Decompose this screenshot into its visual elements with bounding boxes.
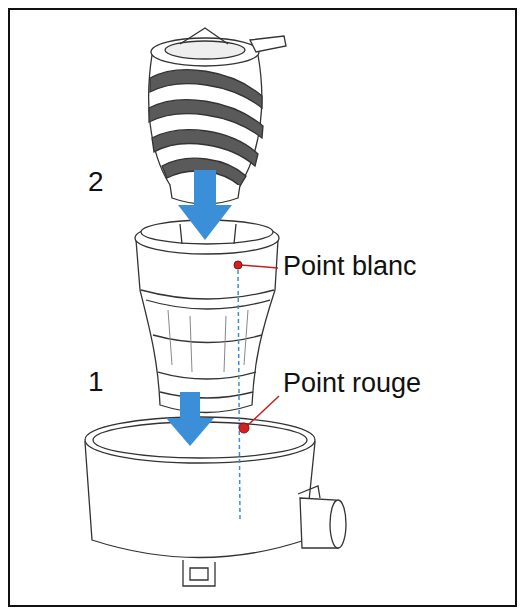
- red-dot: [239, 423, 249, 433]
- leader-line: [247, 396, 279, 426]
- auger: [149, 28, 286, 204]
- frame: [9, 9, 516, 606]
- strainer: [135, 220, 279, 413]
- callout-number: 2: [88, 166, 104, 198]
- arrow-1: [166, 392, 214, 446]
- arrow-2: [178, 170, 232, 240]
- alignment-line: [238, 270, 240, 520]
- callout-number: 1: [88, 366, 104, 398]
- part-label: Point blanc: [283, 251, 417, 282]
- part-label: Point rouge: [283, 368, 421, 399]
- bowl: [85, 417, 346, 586]
- leader-line: [241, 265, 278, 268]
- white-dot: [234, 261, 242, 269]
